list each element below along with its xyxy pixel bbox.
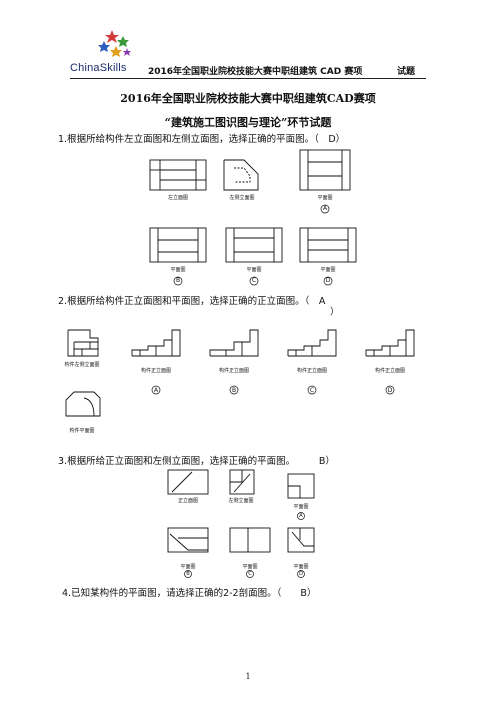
section-title: “建筑施工图识图与理论”环节试题 (164, 116, 332, 129)
q3-option-b-view (167, 527, 209, 553)
q1-side-view (223, 159, 259, 191)
q3-option-d-circle (297, 570, 305, 578)
q3-option-d-view (287, 527, 315, 553)
question-2-text: 2.根据所给构件正立面图和平面图，选择正确的正立面图。（ A (58, 296, 326, 307)
question-3-figures (167, 469, 315, 578)
q3-option-a-label: 平面图 (293, 504, 309, 510)
q1-option-b-label: 平面图 (170, 267, 186, 273)
q1-option-d-circle (323, 276, 333, 286)
q1-option-c-view (225, 227, 283, 263)
q1-option-c-label: 平面图 (246, 267, 262, 273)
q1-option-a-label: 平面图 (317, 195, 333, 201)
q3-option-c-view (229, 527, 271, 553)
q2-option-c-letter: C (309, 387, 315, 394)
q2-option-b-circle (229, 385, 239, 395)
q2-option-c-view (287, 329, 337, 357)
q3-option-c-letter: C (248, 571, 252, 577)
q2-side-label: 构件左侧立面图 (64, 362, 100, 368)
q2-option-d-label: 构件正立面图 (374, 368, 405, 374)
q2-option-d-letter: D (387, 387, 393, 394)
question-1-text: 1.根据所给构件左立面图和左侧立面图，选择正确的平面图。（ D） (58, 134, 346, 145)
q2-option-d-circle (385, 385, 395, 395)
q3-option-a-circle (297, 512, 305, 520)
brand-name: ChinaSkills (70, 62, 127, 74)
q1-option-b-circle (173, 276, 183, 286)
q1-option-c-circle (249, 276, 259, 286)
q1-option-d-view (299, 227, 357, 263)
q3-option-b-letter: B (186, 571, 190, 577)
q2-option-c-label: 构件正立面图 (296, 368, 327, 374)
header-rule (70, 78, 426, 79)
q2-plan-label: 构件平面图 (69, 428, 95, 434)
question-3-text: 3.根据所给正立面图和左侧立面图，选择正确的平面图。 B） (58, 456, 335, 467)
question-2-figures (65, 329, 415, 417)
page-number: 1 (245, 672, 251, 681)
q3-option-b-circle (184, 570, 192, 578)
q2-option-a-view (131, 329, 181, 357)
q3-option-c-label: 平面图 (242, 564, 258, 570)
q1-option-a-view (299, 149, 351, 191)
q3-option-a-letter: A (299, 513, 303, 519)
q1-side-label: 左侧立面图 (229, 195, 255, 201)
question-4-text: 4.已知某构件的平面图，请选择正确的2-2剖面图。（ B） (62, 588, 317, 599)
q1-option-b-view (149, 227, 207, 263)
q1-option-a-letter: A (322, 205, 328, 212)
header-right-label: 试题 (397, 67, 416, 77)
q3-side-view (229, 469, 255, 495)
chinaskills-logo-icon (98, 30, 131, 57)
q2-option-b-label: 构件正立面图 (218, 368, 249, 374)
q2-option-a-label: 构件正立面图 (140, 368, 171, 374)
q2-option-b-view (209, 329, 259, 357)
q2-plan-view (65, 391, 101, 417)
document-title: 2016年全国职业院校技能大赛中职组建筑CAD赛项 (120, 92, 376, 105)
q1-option-d-label: 平面图 (320, 267, 336, 273)
q3-side-label: 左侧立面图 (228, 498, 254, 504)
question-1-figures (149, 149, 357, 286)
q1-front-view (149, 159, 207, 191)
q1-option-d-letter: D (325, 277, 331, 284)
q2-option-a-circle (151, 385, 161, 395)
q3-option-b-label: 平面图 (180, 564, 196, 570)
q3-option-d-letter: D (299, 571, 303, 577)
q1-option-b-letter: B (175, 277, 181, 284)
q2-option-b-letter: B (231, 387, 237, 394)
q3-option-d-label: 平面图 (293, 564, 309, 570)
q2-option-d-view (365, 329, 415, 357)
q1-option-a-circle (320, 204, 330, 214)
question-2-text-close: ） (330, 307, 340, 318)
q2-option-c-circle (307, 385, 317, 395)
q2-side-view (67, 329, 99, 357)
q1-front-label: 左立面图 (167, 195, 188, 201)
q3-option-a-view (287, 473, 315, 499)
q1-option-c-letter: C (251, 277, 257, 284)
q2-option-a-letter: A (153, 387, 159, 394)
q3-option-c-circle (246, 570, 254, 578)
header-title: 2016年全国职业院校技能大赛中职组建筑 CAD 赛项 (148, 67, 363, 77)
q3-front-label: 正立面图 (177, 498, 198, 504)
q3-front-view (167, 469, 209, 495)
